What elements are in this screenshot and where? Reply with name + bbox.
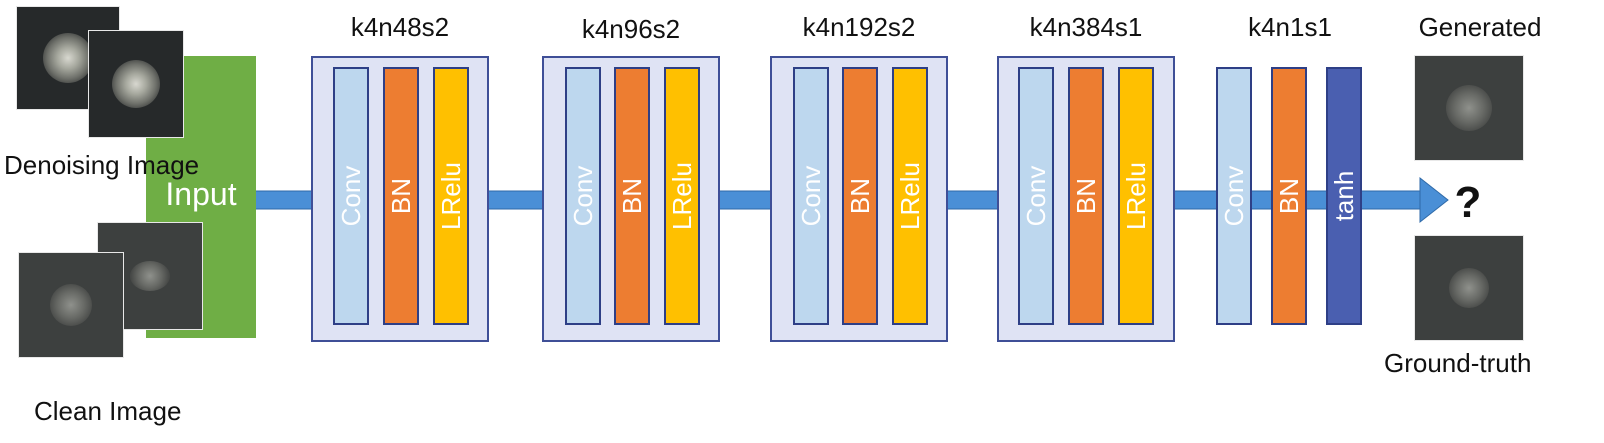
clean-image-1 [18, 252, 124, 358]
generated-image [1414, 55, 1524, 161]
block-1-conv: Conv [333, 67, 369, 325]
block-title-5: k4n1s1 [1248, 12, 1332, 42]
block-5-conv: Conv [1216, 67, 1252, 325]
block-3-conv: Conv [793, 67, 829, 325]
generated-label: Generated [1418, 12, 1542, 42]
block-5-tanh: tanh [1326, 67, 1362, 325]
block-2-conv: Conv [565, 67, 601, 325]
input-label: Input [165, 176, 237, 212]
flow-arrowhead [1419, 176, 1449, 224]
question-mark: ? [1454, 178, 1482, 227]
ground-truth-label: Ground-truth [1384, 348, 1532, 378]
block-title-1: k4n48s2 [350, 12, 450, 42]
block-title-2: k4n96s2 [581, 14, 681, 44]
block-4-lrelu: LRelu [1118, 67, 1154, 325]
block-2-lrelu: LRelu [664, 67, 700, 325]
block-5-bn: BN [1271, 67, 1307, 325]
block-title-3: k4n192s2 [802, 12, 916, 42]
ground-truth-image [1414, 235, 1524, 341]
block-1-lrelu: LRelu [433, 67, 469, 325]
block-1-bn: BN [383, 67, 419, 325]
denoising-image-2 [88, 30, 184, 138]
block-4-bn: BN [1068, 67, 1104, 325]
block-4-conv: Conv [1018, 67, 1054, 325]
clean-image-label: Clean Image [34, 396, 182, 426]
block-title-4: k4n384s1 [1029, 12, 1143, 42]
block-3-lrelu: LRelu [892, 67, 928, 325]
denoising-image-1 [16, 6, 120, 110]
block-3-bn: BN [842, 67, 878, 325]
denoising-image-label: Denoising Image [4, 150, 200, 180]
block-2-bn: BN [614, 67, 650, 325]
